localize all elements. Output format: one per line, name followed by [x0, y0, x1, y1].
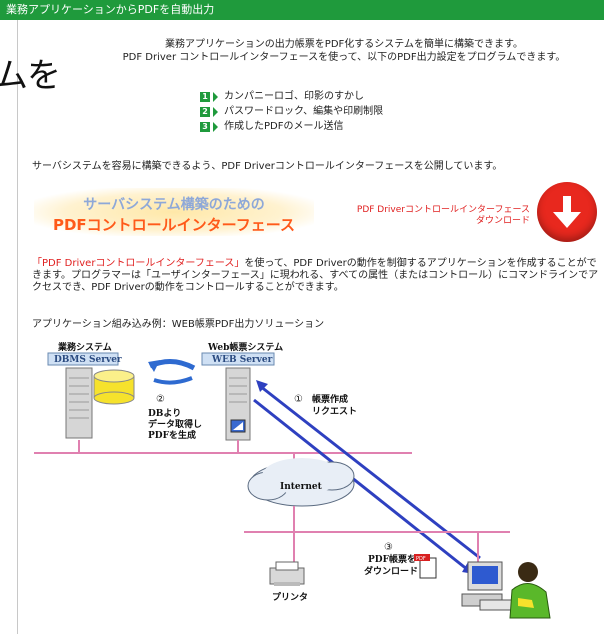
- arrow-icon: [213, 91, 218, 102]
- banner-line-2: PDFコントロールインターフェース: [52, 216, 296, 234]
- web-label: WEB Server: [211, 355, 273, 365]
- feature-item: 3 作成したPDFのメール送信: [200, 119, 383, 134]
- left-border: [17, 20, 18, 634]
- step-1-line-1: 帳票作成: [312, 393, 348, 405]
- printer-icon: [269, 561, 305, 586]
- feature-label: カンパニーロゴ、印影のすかし: [224, 91, 364, 102]
- intro-line-2: PDF Driver コントロールインターフェースを使って、以下のPDF出力設定…: [122, 52, 566, 63]
- dbms-label: DBMS Server: [54, 355, 122, 365]
- web-server-icon: [225, 367, 251, 441]
- download-arrow-shaft: [563, 196, 571, 216]
- cutoff-heading: ムを: [0, 56, 61, 96]
- web-label-box: [201, 352, 275, 366]
- feature-number-badge: 1: [200, 91, 210, 102]
- pdf-document-icon: [414, 554, 437, 579]
- step-3-line-1: PDF帳票を: [368, 553, 416, 565]
- download-link[interactable]: PDF Driverコントロールインターフェース ダウンロード: [348, 205, 530, 227]
- feature-item: 1 カンパニーロゴ、印影のすかし: [200, 89, 383, 104]
- web-title: Web帳票システム: [207, 341, 283, 353]
- control-interface-banner[interactable]: サーバシステム構築のための PDFコントロールインターフェース: [34, 188, 314, 236]
- feature-label: 作成したPDFのメール送信: [224, 121, 344, 132]
- client-computer-icon: [461, 561, 517, 611]
- step-1-line-2: リクエスト: [312, 406, 357, 417]
- step-2-number: ②: [156, 394, 165, 405]
- dbms-label-box: [47, 352, 119, 366]
- server-text: サーバシステムを容易に構築できるよう、PDF Driverコントロールインターフ…: [32, 161, 503, 172]
- request-arrow: [259, 384, 481, 560]
- dbms-title: 業務システム: [57, 341, 112, 353]
- banner-line-1: サーバシステム構築のための: [83, 197, 265, 213]
- intro-line-1: 業務アプリケーションの出力帳票をPDF化するシステムを簡単に構築できます。: [165, 39, 523, 50]
- feature-number-badge: 3: [200, 121, 210, 132]
- description-highlight: 「PDF Driverコントロールインターフェース」: [32, 258, 245, 269]
- step-3-line-2: ダウンロード: [364, 565, 418, 577]
- user-person-icon: [509, 562, 551, 619]
- printer-label: プリンタ: [272, 591, 308, 603]
- feature-list: 1 カンパニーロゴ、印影のすかし 2 パスワードロック、編集や印刷制限 3 作成したP…: [200, 89, 383, 134]
- description-text: 「PDF Driverコントロールインターフェース」を使って、PDF Drive…: [32, 258, 604, 294]
- architecture-diagram: 業務システム DBMS Server ② DBより データ取得し PDFを生成 …: [34, 341, 551, 619]
- feature-label: パスワードロック、編集や印刷制限: [224, 106, 384, 117]
- intro-text: 業務アプリケーションの出力帳票をPDF化するシステムを簡単に構築できます。 PD…: [84, 38, 604, 64]
- arrow-icon: [213, 106, 218, 117]
- download-arrow-icon[interactable]: [537, 182, 597, 242]
- download-link-line-2: ダウンロード: [475, 216, 530, 226]
- database-icon: [93, 369, 135, 405]
- internet-label: Internet: [280, 482, 323, 492]
- arrow-icon: [213, 121, 218, 132]
- download-arrow-head: [553, 212, 581, 228]
- step-1-number: ①: [294, 394, 303, 405]
- step-2-line-1: DBより: [148, 408, 181, 419]
- download-arrow: [253, 398, 469, 572]
- feature-number-badge: 2: [200, 106, 210, 117]
- step-2-line-2: データ取得し: [148, 418, 202, 430]
- step-3-number: ③: [384, 542, 393, 553]
- feature-item: 2 パスワードロック、編集や印刷制限: [200, 104, 383, 119]
- download-link-line-1: PDF Driverコントロールインターフェース: [356, 205, 530, 215]
- page-header: 業務アプリケーションからPDFを自動出力: [0, 0, 604, 20]
- page-title: 業務アプリケーションからPDFを自動出力: [6, 3, 215, 16]
- pdf-badge-label: PDF: [416, 556, 426, 562]
- internet-cloud-icon: [247, 458, 355, 507]
- step-2-line-3: PDFを生成: [148, 429, 196, 441]
- dbms-server-icon: [65, 367, 93, 439]
- example-title: アプリケーション組み込み例：WEB帳票PDF出力ソリューション: [32, 319, 325, 330]
- exchange-arrow-icon: [148, 359, 196, 385]
- description-rest: を使って、PDF Driverの動作を制御するアプリケーションを作成することがで…: [32, 258, 599, 293]
